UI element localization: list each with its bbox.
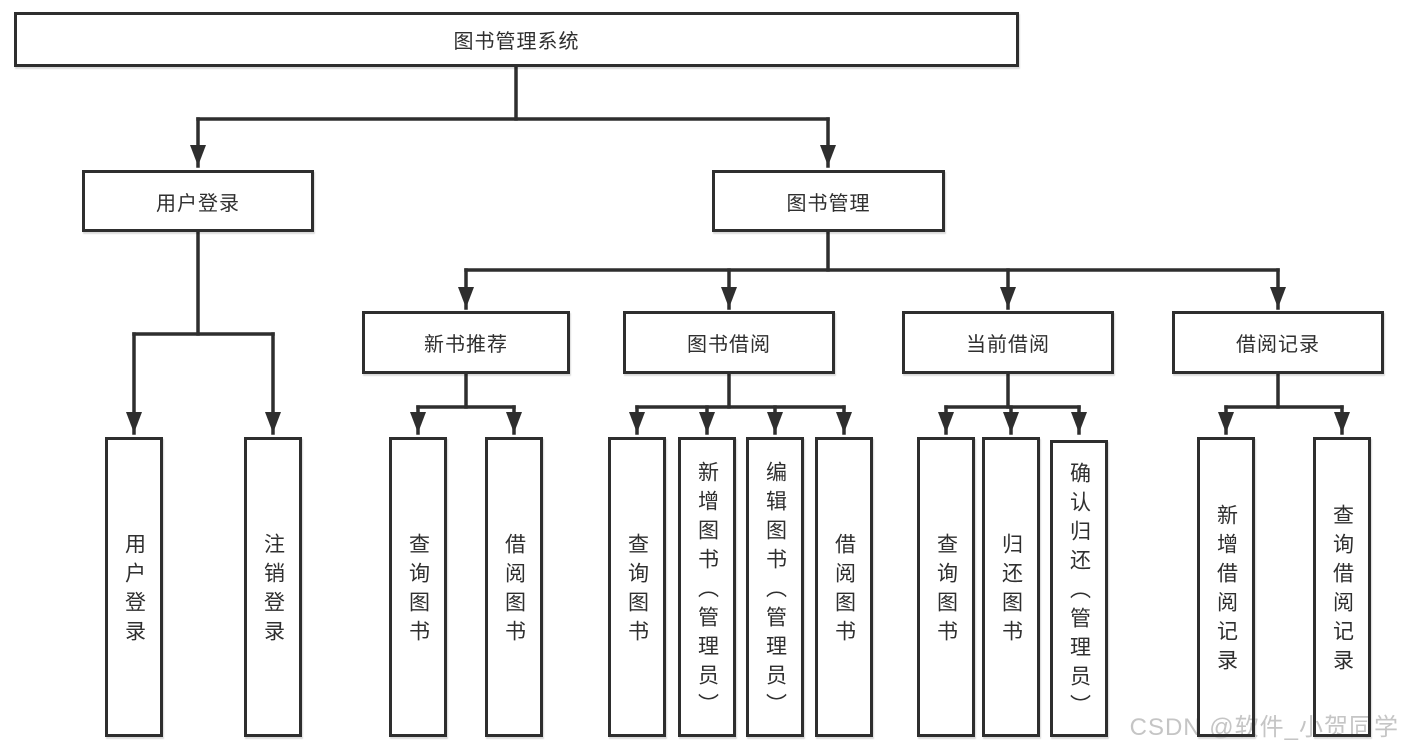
leaf-query-books-recommend: 查询图书: [389, 437, 447, 737]
node-new-book-recommendation: 新书推荐: [362, 311, 570, 374]
node-user-login: 用户登录: [82, 170, 314, 232]
leaf-query-books-current: 查询图书: [917, 437, 975, 737]
leaf-return-books: 归还图书: [982, 437, 1040, 737]
node-book-borrowing: 图书借阅: [623, 311, 835, 374]
node-book-management: 图书管理: [712, 170, 945, 232]
leaf-add-borrow-record: 新增借阅记录: [1197, 437, 1255, 737]
node-borrowing-records: 借阅记录: [1172, 311, 1384, 374]
leaf-borrow-books-recommend: 借阅图书: [485, 437, 543, 737]
leaf-add-books-admin: 新增图书（管理员）: [678, 437, 736, 737]
leaf-borrow-books: 借阅图书: [815, 437, 873, 737]
leaf-user-login: 用户登录: [105, 437, 163, 737]
leaf-query-books-borrowing: 查询图书: [608, 437, 666, 737]
leaf-logout: 注销登录: [244, 437, 302, 737]
csdn-watermark: CSDN @软件_小贺同学: [1129, 714, 1399, 741]
leaf-query-borrow-record: 查询借阅记录: [1313, 437, 1371, 737]
leaf-edit-books-admin: 编辑图书（管理员）: [746, 437, 804, 737]
leaf-confirm-return-admin: 确认归还（管理员）: [1050, 440, 1108, 737]
node-library-management-system: 图书管理系统: [14, 12, 1019, 67]
node-current-borrowing: 当前借阅: [902, 311, 1114, 374]
